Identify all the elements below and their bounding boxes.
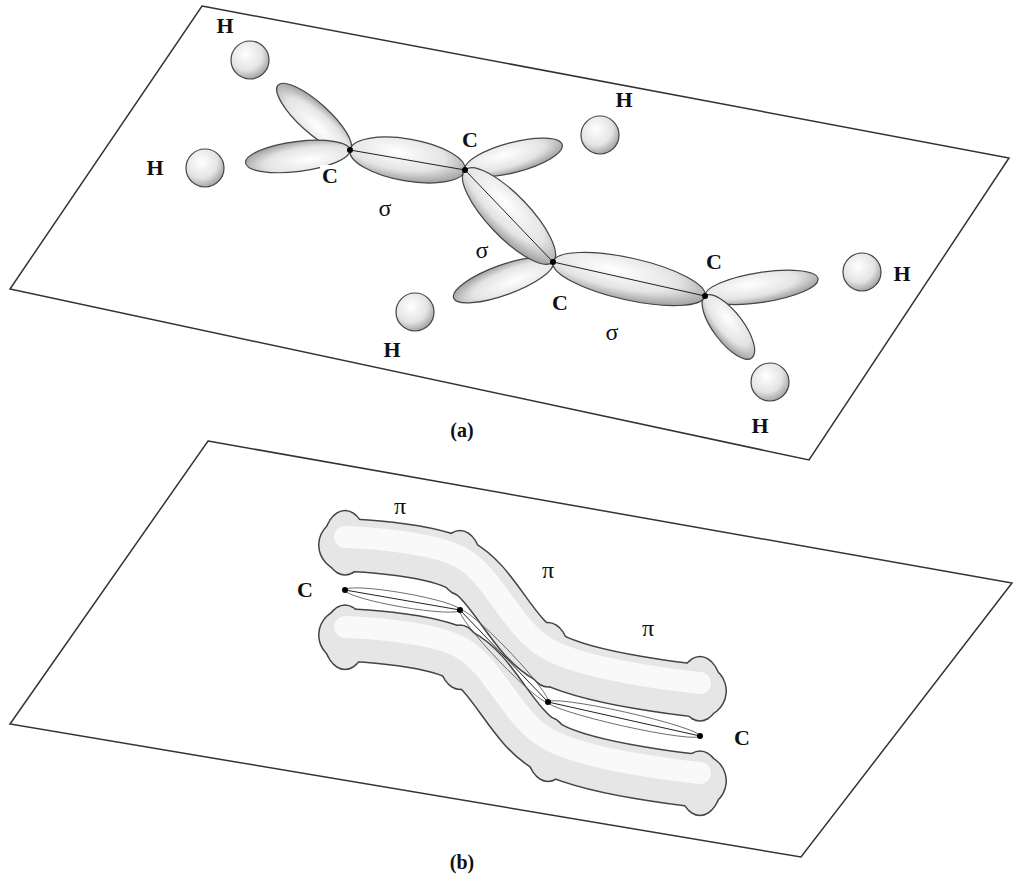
atom-label: H: [381, 339, 402, 361]
atom-label: H: [749, 415, 770, 437]
atom-label: H: [214, 15, 235, 37]
bond-label: π: [640, 616, 656, 640]
bond-trace: [344, 583, 461, 617]
atom-label: H: [891, 263, 912, 285]
bond-label: π: [392, 494, 408, 518]
hydrogen-orbital: [843, 253, 881, 291]
carbon-nucleus: [550, 259, 556, 265]
atom-label: C: [320, 165, 340, 187]
panel-label: (b): [448, 852, 476, 872]
bond-axis: [553, 262, 705, 296]
carbon-nucleus: [545, 699, 551, 705]
hydrogen-orbital: [396, 293, 434, 331]
bond-label: σ: [604, 320, 621, 344]
carbon-nucleus: [347, 147, 353, 153]
atom-label: C: [704, 251, 724, 273]
bond-axis: [350, 150, 465, 170]
atom-label: C: [550, 292, 570, 314]
atom-label: C: [732, 727, 752, 749]
hydrogen-orbital: [751, 363, 789, 401]
bond-axis: [548, 702, 700, 736]
bond-axis: [345, 590, 460, 610]
atom-label: C: [460, 129, 480, 151]
bond-label: σ: [474, 238, 491, 262]
sigma-framework: [186, 41, 881, 401]
upper-pi-lobe-highlight: [345, 537, 700, 683]
panel-label: (a): [448, 420, 475, 440]
carbon-nucleus: [702, 293, 708, 299]
cc-sigma-lobe: [346, 129, 468, 190]
molecular-plane: [10, 6, 1009, 460]
bond-axis: [465, 170, 553, 262]
bond-label: π: [540, 558, 556, 582]
cc-sigma-lobe: [450, 155, 568, 276]
atom-label: C: [295, 579, 315, 601]
carbon-nucleus: [342, 587, 348, 593]
pi-cloud: [323, 510, 722, 817]
carbon-nucleus: [457, 607, 463, 613]
bond-label: σ: [377, 196, 394, 220]
atom-label: H: [144, 157, 165, 179]
carbon-nucleus: [697, 733, 703, 739]
hydrogen-orbital: [231, 41, 269, 79]
bond-trace: [546, 695, 701, 743]
cc-sigma-lobe: [548, 242, 709, 317]
hydrogen-orbital: [186, 149, 224, 187]
bond-axis: [460, 610, 548, 702]
bond-trace: [455, 605, 553, 707]
atom-label: H: [613, 89, 634, 111]
hydrogen-orbital: [581, 116, 619, 154]
carbon-nucleus: [462, 167, 468, 173]
molecular-plane: [10, 441, 1012, 857]
